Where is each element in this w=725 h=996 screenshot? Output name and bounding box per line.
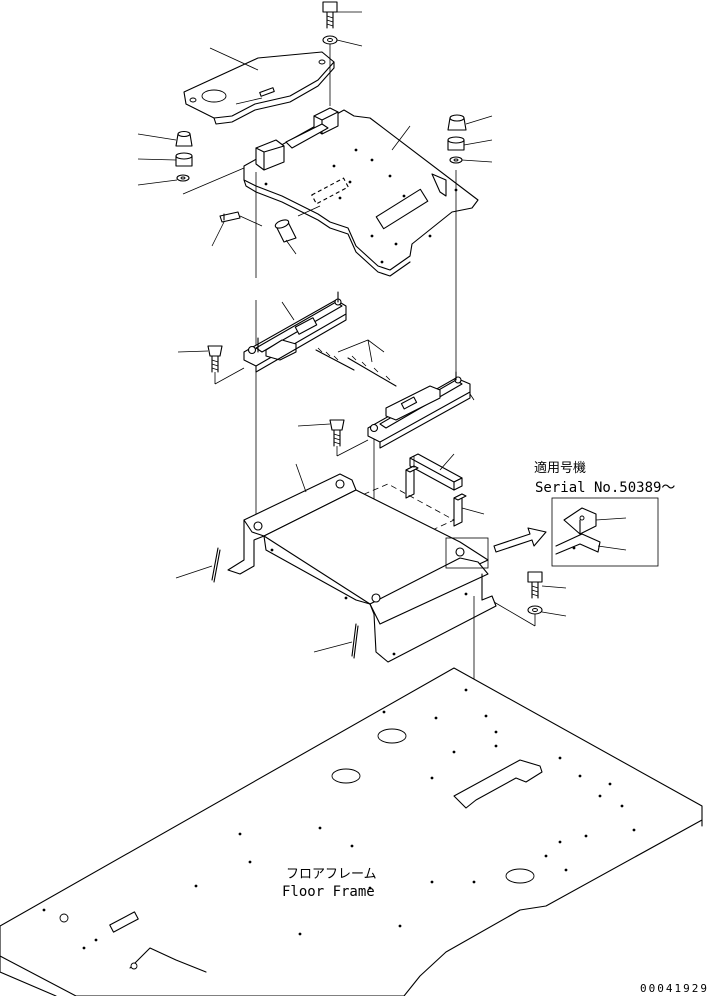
rubber-block-long	[409, 453, 463, 491]
floor-frame-label-en: Floor Frame	[282, 884, 375, 900]
small-clip	[219, 211, 241, 223]
detail-inset	[551, 497, 659, 567]
rubber-block-upright-2	[453, 493, 467, 527]
top-bolt	[322, 1, 338, 29]
floor-frame	[0, 667, 703, 996]
seat-mount-plate	[243, 107, 479, 277]
edge-clip-right	[351, 623, 359, 659]
edge-clip-left	[211, 547, 221, 583]
right-rail-bolt	[329, 419, 345, 447]
detail-arrow	[493, 527, 547, 553]
right-cap-nut	[447, 114, 467, 131]
drawing-number: 00041929	[640, 982, 709, 995]
left-slide-rail	[243, 291, 347, 373]
left-hex-nut	[175, 152, 193, 167]
rubber-block-upright	[405, 465, 419, 499]
left-rail-bolt	[207, 345, 223, 373]
lower-washer	[527, 605, 543, 615]
serial-note-jp: 適用号機	[534, 460, 586, 476]
top-washer	[322, 35, 338, 45]
seat-stand-bracket	[227, 473, 497, 663]
floor-frame-label-jp: フロアフレーム	[286, 867, 377, 882]
left-washer	[176, 174, 190, 182]
right-slide-rail	[367, 371, 471, 449]
top-bracket-plate	[183, 51, 335, 125]
right-washer	[449, 156, 463, 164]
serial-note-en: Serial No.50389～	[535, 480, 675, 496]
spring-pair	[315, 347, 397, 387]
roll-pin	[274, 219, 297, 243]
right-hex-nut	[447, 136, 465, 151]
lower-bolt	[527, 571, 543, 599]
left-cap-nut	[175, 130, 193, 147]
